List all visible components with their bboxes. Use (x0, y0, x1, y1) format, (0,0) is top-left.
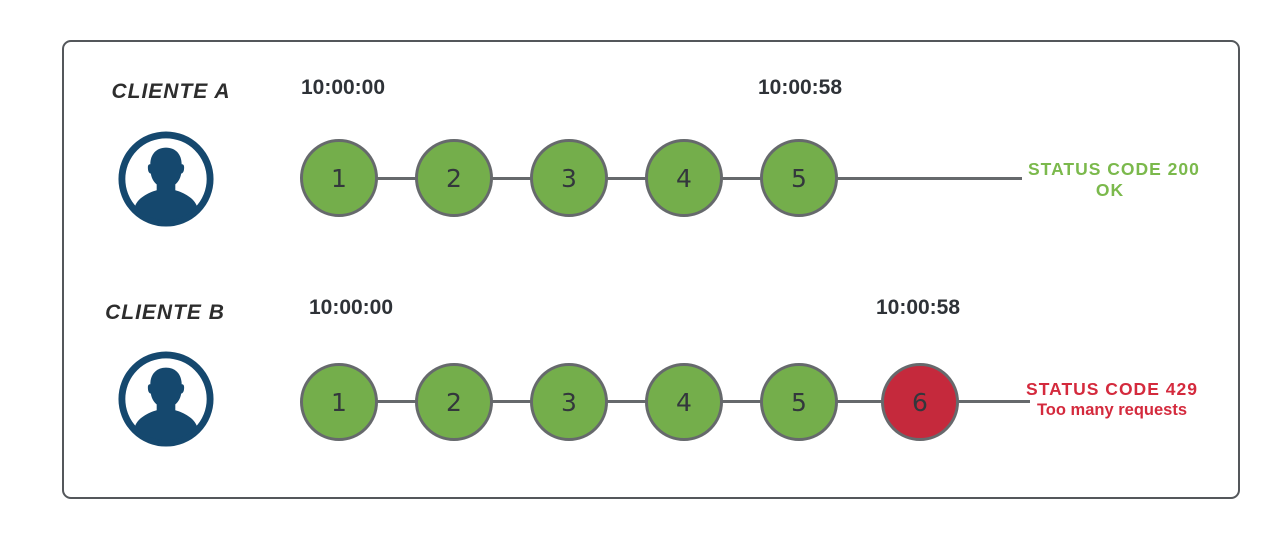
request-circle-ok: 5 (760, 139, 838, 217)
client-b-window-start: 10:00:00 (308, 296, 394, 319)
request-circle-ok: 4 (645, 363, 723, 441)
client-b-status: STATUS CODE 429 Too many requests (1026, 379, 1198, 421)
client-a-status-message: OK (1095, 180, 1125, 200)
client-a-window-start: 10:00:00 (300, 76, 386, 99)
client-a-window-end: 10:00:58 (757, 76, 843, 99)
client-a-avatar-icon (118, 131, 214, 227)
request-circle-ok: 2 (415, 363, 493, 441)
request-circle-blocked: 6 (881, 363, 959, 441)
client-b-status-code: STATUS CODE 429 (1026, 379, 1198, 399)
request-circle-ok: 1 (300, 363, 378, 441)
request-circle-ok: 5 (760, 363, 838, 441)
client-b-window-end: 10:00:58 (875, 296, 961, 319)
client-b-status-message: Too many requests (1036, 401, 1188, 419)
client-b-avatar-icon (118, 351, 214, 447)
request-circle-ok: 2 (415, 139, 493, 217)
client-a-status: STATUS CODE 200 OK (1028, 159, 1200, 201)
client-a-label: CLIENTE A (111, 80, 231, 103)
request-circle-ok: 3 (530, 139, 608, 217)
request-circle-ok: 4 (645, 139, 723, 217)
client-a-status-code: STATUS CODE 200 (1028, 159, 1200, 179)
request-circle-ok: 3 (530, 363, 608, 441)
request-circle-ok: 1 (300, 139, 378, 217)
client-b-label: CLIENTE B (105, 301, 225, 324)
